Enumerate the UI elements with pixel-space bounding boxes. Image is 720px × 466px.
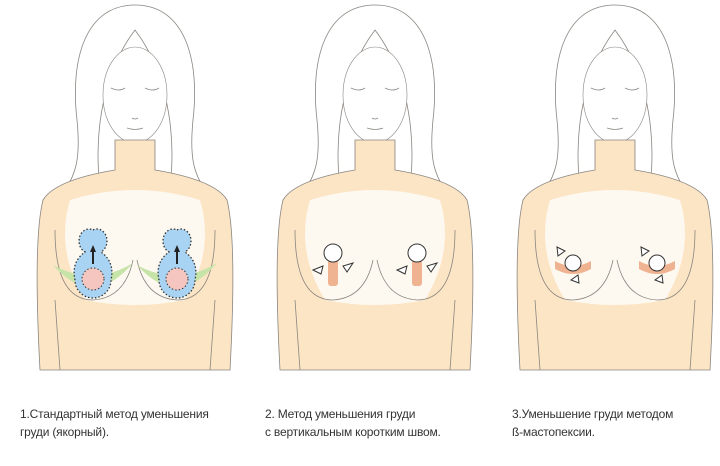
figure-anchor-method [36, 4, 234, 371]
chest-highlight [305, 190, 445, 305]
caption-line: 3.Уменьшение груди методом [512, 407, 674, 421]
breast-left [294, 229, 374, 301]
caption-line: 1.Стандартный метод уменьшения [20, 407, 209, 421]
rotate-arrow-icon [395, 262, 439, 275]
caption-vertical: 2. Метод уменьшения груди с вертикальным… [265, 405, 441, 441]
areola [407, 243, 427, 263]
caption-line: груди (якорный). [20, 425, 109, 439]
face [342, 46, 408, 144]
figure-beta-method [516, 4, 714, 371]
arms [54, 299, 216, 371]
areola [323, 243, 343, 263]
caption-beta: 3.Уменьшение груди методом ß-мастопексии… [512, 405, 673, 441]
rotate-arrow-icon [556, 246, 580, 284]
rotate-arrow-icon [311, 262, 355, 275]
resection-area [53, 263, 133, 288]
resection-area [137, 263, 217, 288]
breast-right [616, 229, 696, 301]
eyes [590, 87, 640, 130]
areola [564, 254, 582, 272]
caption-line: 2. Метод уменьшения груди [265, 407, 416, 421]
areola [165, 267, 189, 291]
figure-vertical-method [276, 4, 474, 371]
caption-anchor: 1.Стандартный метод уменьшения груди (як… [20, 405, 209, 441]
eyes [350, 87, 400, 130]
hair [544, 4, 686, 191]
arms [534, 299, 696, 371]
rotate-arrow-icon [640, 246, 664, 284]
caption-line: с вертикальным коротким швом. [265, 425, 441, 439]
breast-right [376, 229, 456, 301]
caption-line: ß-мастопексии. [512, 425, 595, 439]
eyes [110, 87, 160, 130]
hair [64, 4, 206, 191]
breast-left [534, 229, 614, 301]
breast-left [54, 229, 134, 301]
areola [81, 267, 105, 291]
chest-highlight [545, 190, 685, 305]
hair [304, 4, 446, 191]
face [582, 46, 648, 144]
vertical-incision [328, 260, 338, 286]
face [102, 46, 168, 144]
arms [294, 299, 456, 371]
breast-right [136, 229, 216, 301]
arrow-up-icon [174, 245, 180, 264]
areola [648, 254, 666, 272]
arrow-up-icon [90, 245, 96, 264]
vertical-incision [412, 260, 422, 286]
